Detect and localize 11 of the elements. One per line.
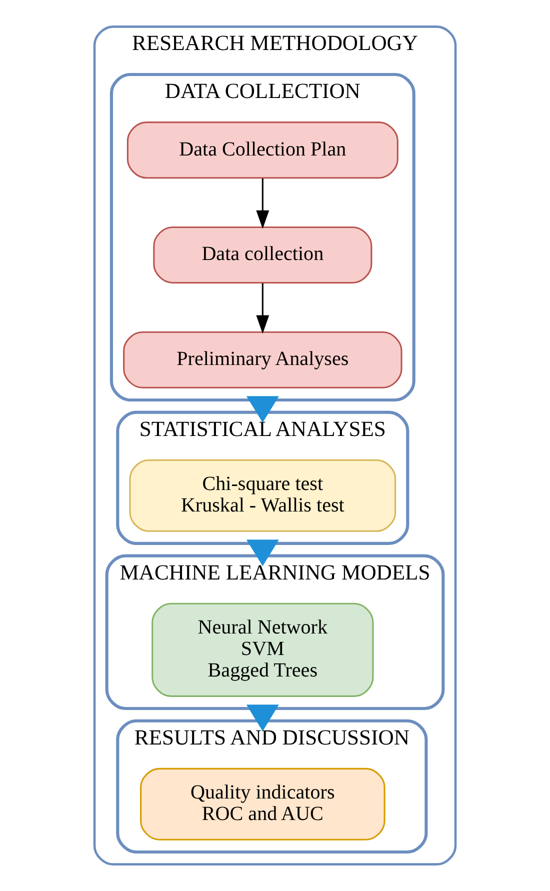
arrow: [246, 396, 279, 423]
arrow: [246, 540, 279, 566]
arrow: [256, 178, 270, 229]
node-box: Data Collection Plan: [126, 122, 398, 179]
arrow: [246, 704, 279, 732]
arrow: [256, 283, 270, 334]
node-box: Chi-square test Kruskal - Wallis test: [129, 459, 396, 532]
node-box: Neural Network SVM Bagged Trees: [152, 602, 374, 697]
node-box: Preliminary Analyses: [123, 331, 402, 388]
node-box: Data collection: [153, 226, 372, 284]
node-box: Quality indicators ROC and AUC: [140, 768, 386, 840]
